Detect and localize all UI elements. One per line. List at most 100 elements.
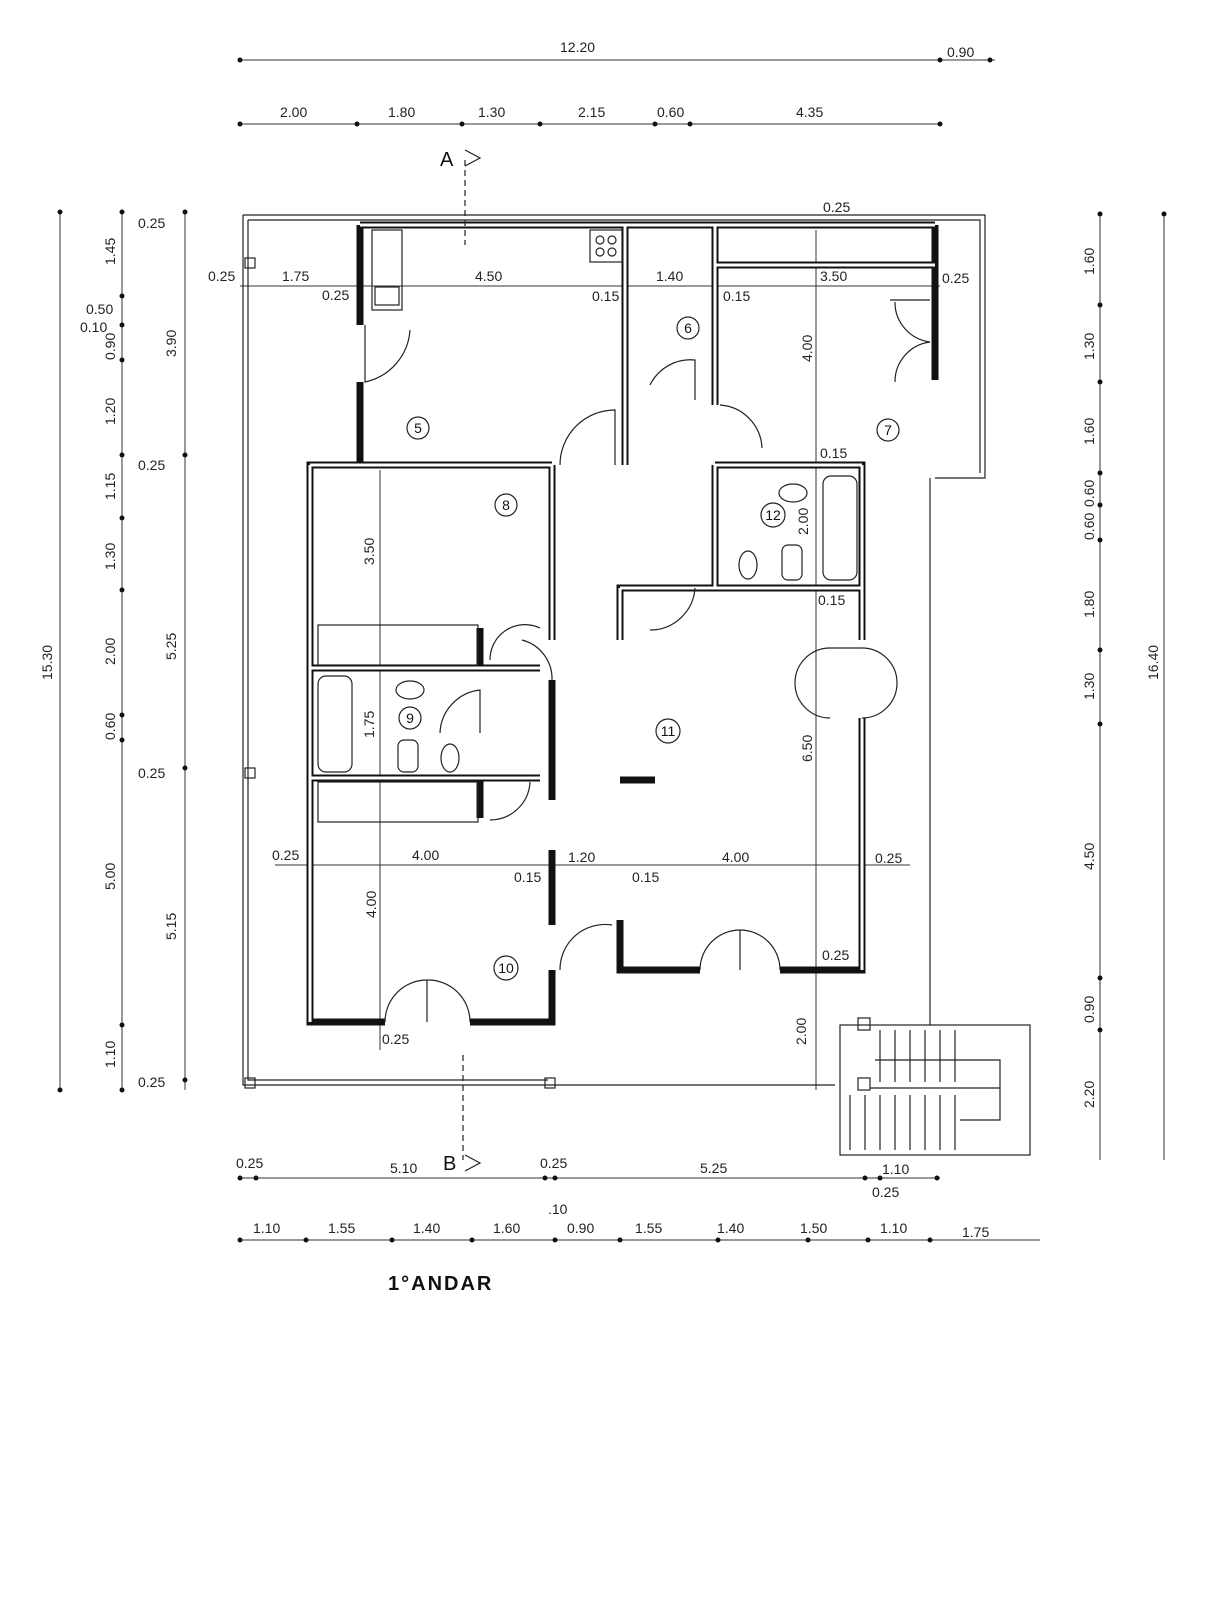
dim-label: 0.25: [322, 287, 349, 303]
dim-label: 1.10: [882, 1161, 909, 1177]
bottom-dimensions: 0.25 5.10 0.25 5.25 1.10 0.25 .10 1.10 1…: [236, 1155, 989, 1240]
dimension-ticks: [57, 57, 1167, 1243]
dim-label: 4.00: [799, 335, 815, 362]
right-dimensions: 1.60 1.30 1.60 0.60 0.60 1.80 1.30 4.50 …: [1081, 248, 1161, 1108]
dim-label: 5.00: [102, 863, 118, 890]
dim-label: 3.50: [361, 538, 377, 565]
dim-label: 12.20: [560, 39, 595, 55]
dim-label: 1.45: [102, 238, 118, 265]
dim-label: 2.20: [1081, 1081, 1097, 1108]
dim-label: 1.80: [1081, 591, 1097, 618]
dim-label: 0.25: [540, 1155, 567, 1171]
stove-icon: [589, 229, 623, 263]
dim-label: 5.10: [390, 1160, 417, 1176]
dim-label: 0.25: [138, 457, 165, 473]
dim-label: 0.15: [632, 869, 659, 885]
dim-label: 3.50: [820, 268, 847, 284]
dim-label: 0.60: [657, 104, 684, 120]
dim-label: 16.40: [1145, 645, 1161, 680]
dim-label: 0.50: [86, 301, 113, 317]
dim-label: 3.90: [163, 330, 179, 357]
dim-label: 0.15: [820, 445, 847, 461]
room-number: 7: [884, 422, 892, 438]
dim-label: 0.60: [102, 713, 118, 740]
staircase: [839, 1017, 1031, 1156]
dim-label: 1.75: [361, 711, 377, 738]
floor-title: 1°ANDAR: [388, 1273, 493, 1295]
dim-label: 0.25: [823, 199, 850, 215]
room-number: 10: [498, 960, 514, 976]
doors: [364, 299, 931, 1023]
dim-label: 5.15: [163, 913, 179, 940]
room-labels: 5 6 7 8 9 10 11 12: [398, 316, 900, 981]
dim-label: 1.30: [478, 104, 505, 120]
dim-label: 1.30: [1081, 673, 1097, 700]
dim-label: 0.90: [102, 333, 118, 360]
dim-label: 1.40: [413, 1220, 440, 1236]
dim-label: 1.10: [880, 1220, 907, 1236]
sink-icon: [371, 229, 403, 311]
dim-label: 0.10: [80, 319, 107, 335]
dim-label: 0.60: [1081, 513, 1097, 540]
section-mark-b: B: [443, 1153, 456, 1175]
dim-label: 1.10: [253, 1220, 280, 1236]
dim-label: 4.00: [363, 891, 379, 918]
interior-dimensions: 0.25 0.25 1.75 4.50 1.40 3.50 0.25 0.25 …: [208, 199, 969, 1047]
dim-label: 5.25: [163, 633, 179, 660]
room-number: 5: [414, 420, 422, 436]
fixtures: [317, 229, 858, 773]
room-number: 8: [502, 497, 510, 513]
dim-label: 2.15: [578, 104, 605, 120]
bathtub-icon: [317, 675, 353, 773]
dim-label: 1.60: [493, 1220, 520, 1236]
dim-label: 1.20: [102, 398, 118, 425]
section-mark-a: A: [440, 149, 454, 171]
dim-label: 1.55: [635, 1220, 662, 1236]
dim-label: 1.60: [1081, 418, 1097, 445]
dim-label: 4.50: [475, 268, 502, 284]
toilet-icon: [778, 483, 808, 503]
dim-label: 2.00: [102, 638, 118, 665]
dim-label: 0.25: [382, 1031, 409, 1047]
dim-label: 0.25: [875, 850, 902, 866]
dim-label: 4.35: [796, 104, 823, 120]
room-number: 6: [684, 320, 692, 336]
dim-label: 4.00: [722, 849, 749, 865]
dim-label: 0.25: [138, 1074, 165, 1090]
dimension-lines: [59, 59, 1165, 1241]
room-number: 12: [765, 507, 781, 523]
dim-label: 0.25: [208, 268, 235, 284]
dim-label: 0.25: [272, 847, 299, 863]
dim-label: 1.40: [656, 268, 683, 284]
dim-label: 1.60: [1081, 248, 1097, 275]
dim-label: 2.00: [795, 508, 811, 535]
room-number: 11: [661, 723, 676, 739]
dim-label: 0.25: [942, 270, 969, 286]
dim-label: 0.25: [138, 765, 165, 781]
dim-label: 1.50: [800, 1220, 827, 1236]
dim-label: 1.30: [102, 543, 118, 570]
dim-label: 1.75: [282, 268, 309, 284]
dim-label: 0.15: [818, 592, 845, 608]
dim-label: 0.25: [822, 947, 849, 963]
dim-label: 2.00: [793, 1018, 809, 1045]
section-markers: A B: [440, 149, 482, 1175]
dim-label: 0.25: [872, 1184, 899, 1200]
dim-label: 4.00: [412, 847, 439, 863]
dim-label: 0.15: [514, 869, 541, 885]
dim-label: 1.40: [717, 1220, 744, 1236]
bathtub-icon: [822, 475, 858, 581]
dim-label: 1.75: [962, 1224, 989, 1240]
dim-label: 0.15: [592, 288, 619, 304]
dim-label: 0.15: [723, 288, 750, 304]
dim-label: 2.00: [280, 104, 307, 120]
terrace-outline: [242, 214, 986, 1089]
dim-label: 0.90: [947, 44, 974, 60]
dim-label: 0.90: [1081, 996, 1097, 1023]
dim-label: 15.30: [39, 645, 55, 680]
room-number: 9: [406, 710, 414, 726]
dim-label: 6.50: [799, 735, 815, 762]
dim-label: 1.15: [102, 473, 118, 500]
dim-label: 5.25: [700, 1160, 727, 1176]
